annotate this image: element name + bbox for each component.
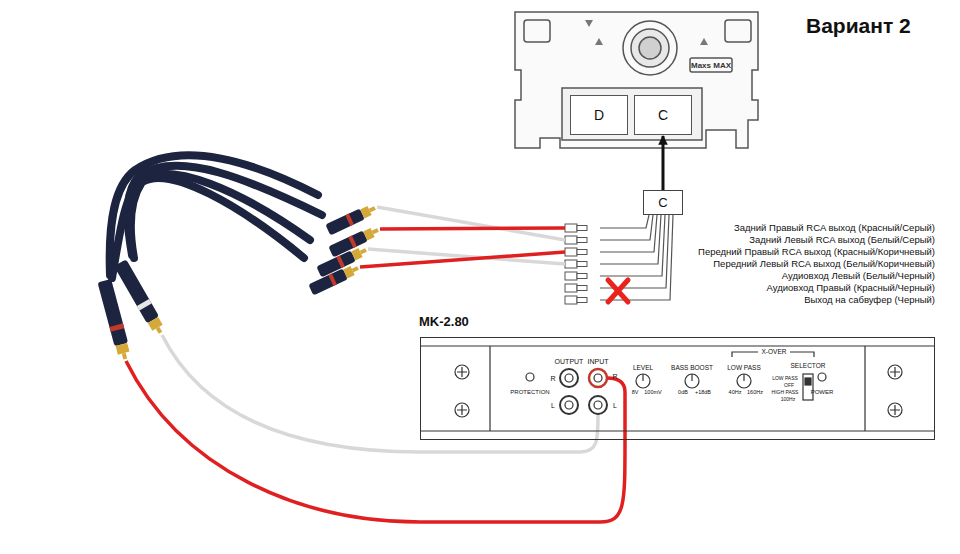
wire-description: Передний Правый RCA выход (Красный/Корич… <box>698 247 935 257</box>
connector-socket: D <box>570 95 628 135</box>
wire-description: Задний Правый RCA выход (Красный/Серый) <box>734 223 935 233</box>
panel-marking: HIGH PASS <box>772 390 799 395</box>
connector-letter: C <box>658 107 668 123</box>
amplifier-box: MK-2.80 <box>420 337 935 440</box>
panel-marking: OFF <box>784 383 794 388</box>
panel-marking: X-OVER <box>762 349 787 356</box>
head-unit: Maxs MAX D C <box>510 10 760 150</box>
panel-marking: 40Hz <box>729 390 742 396</box>
wire-description: Передний Левый RCA выход (Белый/Коричнев… <box>713 259 935 269</box>
panel-marking: L <box>551 402 555 409</box>
connector-plug: C <box>643 190 683 215</box>
panel-marking: POWER <box>811 389 834 395</box>
head-unit-outline <box>515 12 758 148</box>
panel-marking: LEVEL <box>633 365 653 372</box>
panel-marking: PROTECTION <box>510 389 549 395</box>
rca-splitter-cable <box>110 155 322 278</box>
rca-plugs <box>98 203 381 361</box>
panel-marking: INPUT <box>588 358 609 365</box>
amplifier-panel <box>420 346 935 431</box>
panel-marking: OUTPUT <box>555 358 584 365</box>
red-x-mark <box>608 280 628 302</box>
device-model: MK-2.80 <box>419 314 469 329</box>
connector-letter: C <box>658 195 667 210</box>
wire-description: Выход на сабвуфер (Черный) <box>804 295 935 305</box>
wire-description: Задний Левый RCA выход (Белый/Серый) <box>749 235 935 245</box>
panel-marking: BASS BOOST <box>671 365 713 372</box>
brand-logo: Maxs MAX <box>691 61 731 70</box>
panel-marking: +18dB <box>695 390 711 396</box>
panel-marking: 0dB <box>678 390 688 396</box>
panel-marking: 160Hz <box>747 390 763 396</box>
connector-socket: C <box>634 95 692 135</box>
panel-marking: L <box>613 402 617 409</box>
arrow-connector <box>662 136 665 190</box>
plug-wires <box>126 207 625 522</box>
diagram-title: Вариант 2 <box>806 14 911 38</box>
connector-letter: D <box>594 107 604 123</box>
wire-description: Аудиовход Правый (Красный/Черный) <box>767 283 935 293</box>
panel-marking: SELECTOR <box>791 363 826 370</box>
pigtail-rca-plugs <box>565 224 587 304</box>
panel-marking: 8V <box>632 390 639 396</box>
panel-marking: 100mV <box>644 390 661 396</box>
panel-marking: LOW PASS <box>772 376 798 381</box>
pigtail-wires <box>600 215 673 300</box>
panel-marking: LOW PASS <box>727 365 760 372</box>
wire-description: Аудиовход Левый (Белый/Черный) <box>782 271 935 281</box>
panel-marking: R <box>612 373 617 380</box>
panel-marking: R <box>550 375 555 382</box>
panel-marking: 100Hz <box>781 397 795 402</box>
